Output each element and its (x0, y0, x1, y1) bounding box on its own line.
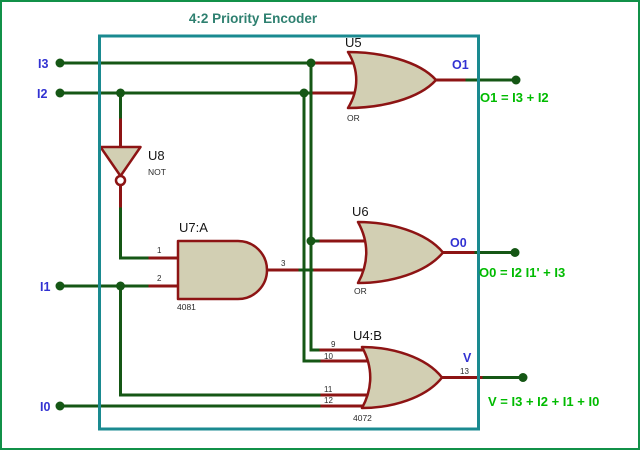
net-i2 (58, 91, 326, 363)
pin-number-12: 12 (324, 396, 333, 405)
or-gate-u6 (356, 220, 445, 285)
or-gate-u5 (346, 50, 438, 110)
gate-part-4072: 4072 (353, 413, 372, 423)
not-gate-u8 (99, 145, 142, 187)
pin-number-13: 13 (460, 367, 469, 376)
and-gate-u7a (176, 239, 269, 301)
pin-number-1: 1 (157, 246, 162, 255)
pin-number-2: 2 (157, 274, 162, 283)
input-label-i0: I0 (40, 400, 50, 414)
or4-gate-u4b (360, 345, 444, 410)
diagram-title: 4:2 Priority Encoder (189, 11, 318, 26)
output-label-o1: O1 (452, 58, 469, 72)
pin-number-3: 3 (281, 259, 286, 268)
equation-o0: O0 = I2 I1' + I3 (479, 265, 565, 280)
pin-number-10: 10 (324, 352, 333, 361)
gate-type-not-u8: NOT (148, 167, 166, 177)
gate-ref-u7a: U7:A (179, 220, 208, 235)
input-label-i1: I1 (40, 280, 50, 294)
output-label-v: V (463, 351, 472, 365)
gate-type-or-u5: OR (347, 113, 360, 123)
gate-ref-u5: U5 (345, 35, 362, 50)
gate-ref-u4b: U4:B (353, 328, 382, 343)
equation-o1: O1 = I3 + I2 (480, 90, 549, 105)
junction-dots (55, 58, 528, 411)
output-label-o0: O0 (450, 236, 467, 250)
pin-number-11: 11 (324, 385, 333, 394)
input-label-i2: I2 (37, 87, 47, 101)
inverter-bubble (114, 174, 127, 187)
net-not-output (119, 201, 154, 260)
net-i1 (58, 284, 326, 397)
gate-type-or-u6: OR (354, 286, 367, 296)
gate-part-4081: 4081 (177, 302, 196, 312)
gate-ref-u8: U8 (148, 148, 165, 163)
equation-v: V = I3 + I2 + I1 + I0 (488, 394, 599, 409)
input-label-i3: I3 (38, 57, 48, 71)
pin-stubs (119, 61, 483, 408)
pin-number-9: 9 (331, 340, 336, 349)
inner-frame (98, 34, 480, 431)
gate-ref-u6: U6 (352, 204, 369, 219)
